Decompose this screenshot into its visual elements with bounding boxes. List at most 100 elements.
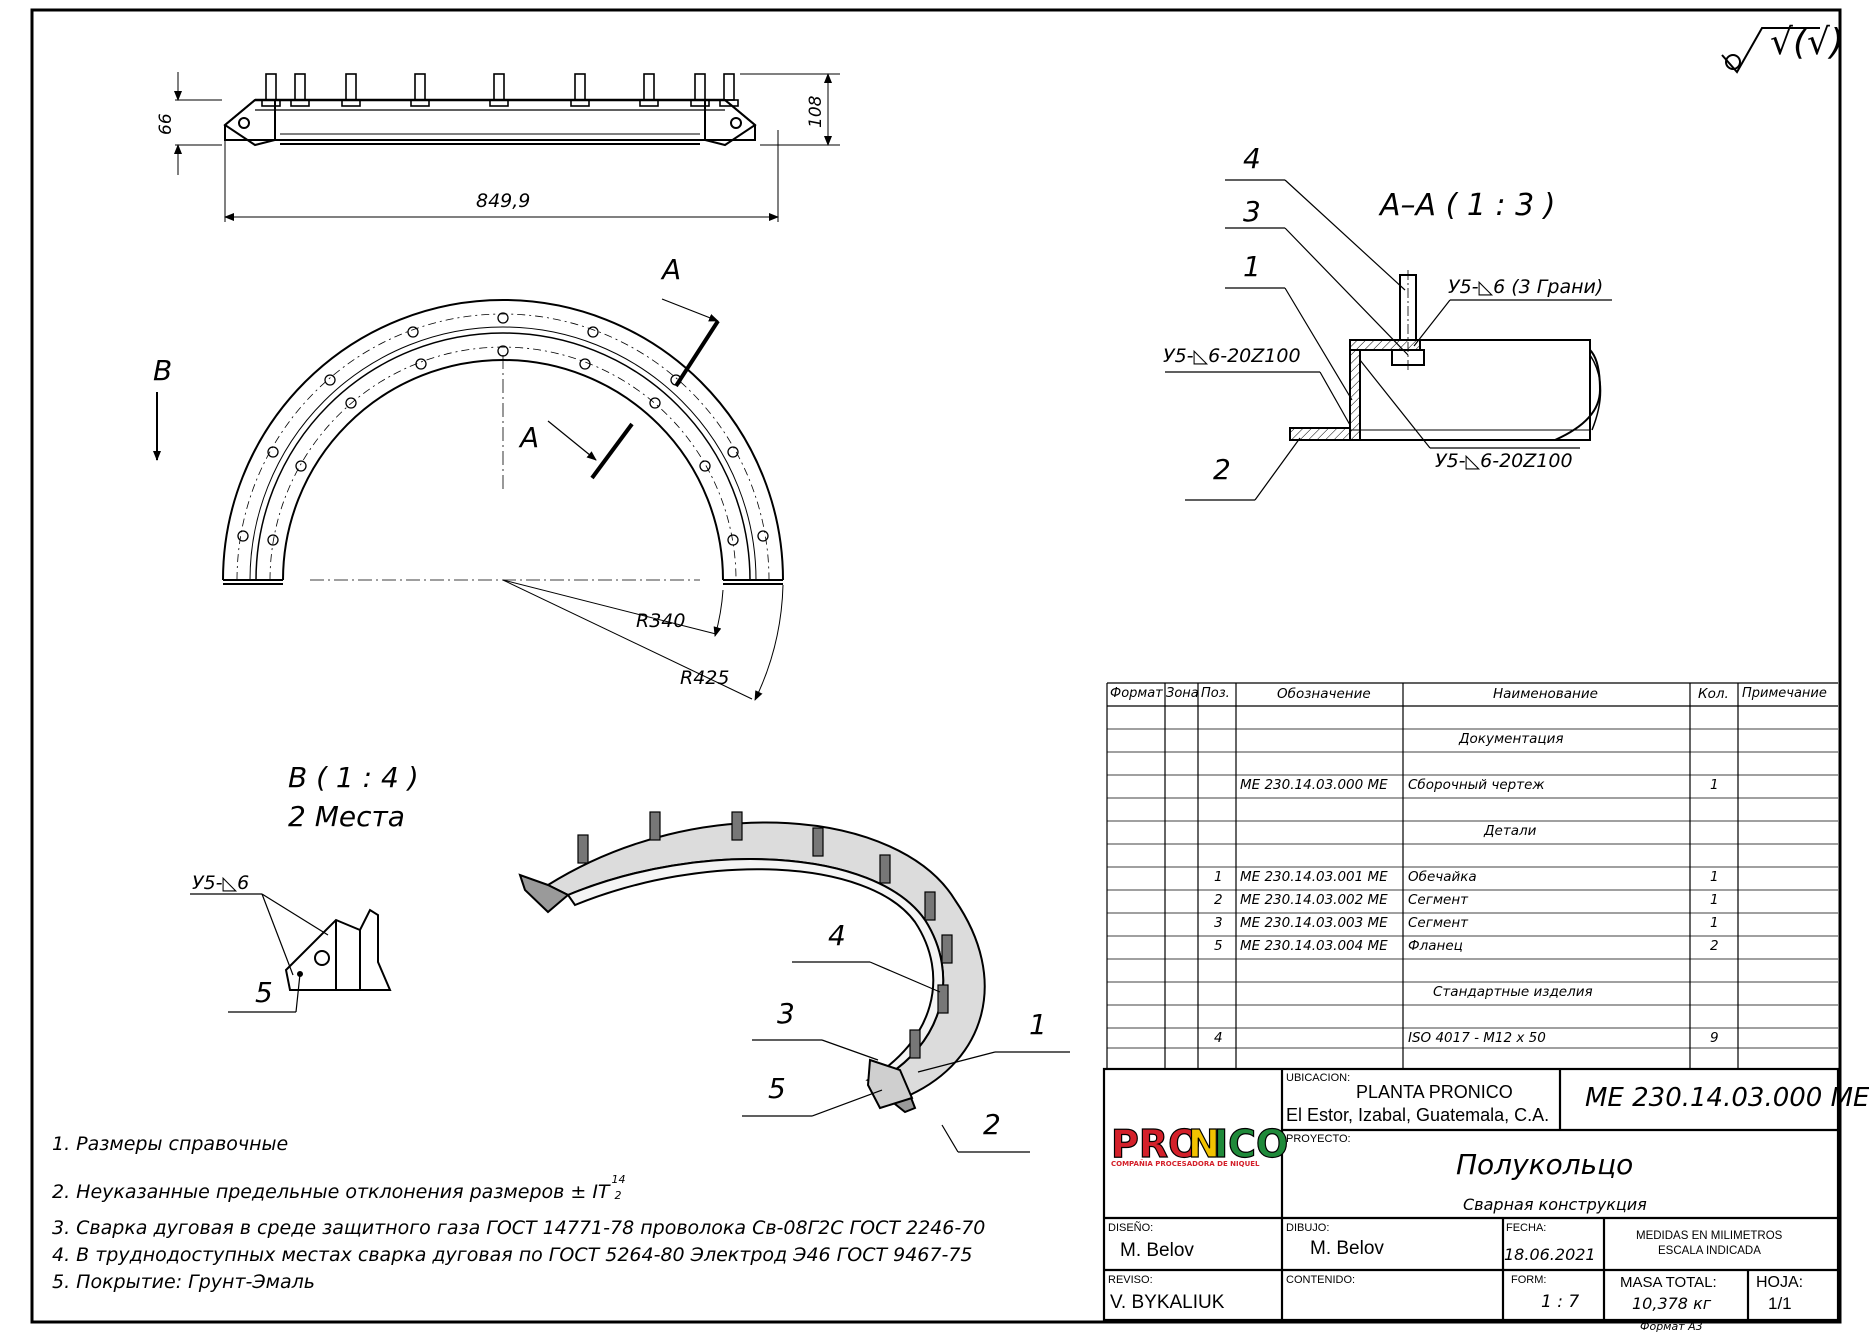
callout-iso-2: 2 [983, 1108, 1001, 1141]
spec-assembly-name: Сборочный чертеж [1408, 777, 1545, 793]
tolerance-num: 14 [611, 1172, 626, 1186]
reviso-label: REVISO: [1108, 1274, 1153, 1286]
diseno-value: M. Belov [1120, 1240, 1194, 1261]
front-view [174, 72, 840, 222]
tolerance-den: 2 [614, 1188, 622, 1202]
dibujo-label: DIBUJO: [1286, 1222, 1330, 1234]
weld-label-4: У5-◺6 [192, 872, 250, 894]
hoja-value: 1/1 [1768, 1294, 1792, 1313]
weld-label-2: У5-◺6-20Z100 [1163, 345, 1301, 367]
spec-part-1-qty: 1 [1710, 869, 1719, 885]
callout-iso-3: 3 [777, 997, 795, 1030]
isometric-view [518, 811, 1070, 1153]
weld-label-1: У5-◺6 (3 Грани) [1448, 276, 1604, 298]
view-b-title: B ( 1 : 4 ) [288, 761, 419, 794]
spec-header-zone: Зона [1166, 686, 1199, 701]
spec-section-docs: Документация [1459, 731, 1564, 747]
dim-r340: R340 [636, 610, 686, 632]
view-b-detail [190, 893, 392, 1013]
callout-section-2: 2 [1213, 453, 1231, 486]
section-a-top: A [662, 253, 682, 286]
spec-part-1-code: ME 230.14.03.001 ME [1240, 869, 1388, 885]
dim-r425: R425 [680, 667, 730, 689]
spec-part-3-code: ME 230.14.03.003 ME [1240, 915, 1388, 931]
note-5: 5. Покрытие: Грунт-Эмаль [52, 1271, 315, 1293]
spec-part-4-code: ME 230.14.03.004 ME [1240, 938, 1388, 954]
callout-viewb-5: 5 [255, 976, 273, 1009]
fecha-label: FECHA: [1506, 1222, 1547, 1234]
spec-part-3-pos: 3 [1214, 915, 1223, 931]
spec-header-note: Примечание [1742, 686, 1827, 701]
medidas-line-1: MEDIDAS EN MILIMETROS [1636, 1230, 1783, 1242]
note-2: 2. Неуказанные предельные отклонения раз… [52, 1172, 626, 1204]
spec-part-4-pos: 5 [1214, 938, 1223, 954]
pronico-logo: PRO N ICO [1110, 1121, 1289, 1166]
svg-text:PRO: PRO [1111, 1122, 1200, 1166]
sheet-format: Формат А3 [1640, 1320, 1703, 1333]
callout-iso-4: 4 [828, 919, 846, 952]
dim-108: 108 [806, 95, 826, 128]
roughness-value: √(√) [1770, 22, 1844, 63]
reviso-value: V. BYKALIUK [1110, 1292, 1225, 1313]
spec-header-format: Формат [1110, 686, 1163, 701]
spec-std-pos: 4 [1214, 1030, 1223, 1046]
dim-66: 66 [156, 113, 176, 135]
svg-text:N: N [1188, 1122, 1220, 1166]
dibujo-value: M. Belov [1310, 1238, 1384, 1259]
form-label: FORM: [1511, 1274, 1547, 1286]
spec-part-2-pos: 2 [1214, 892, 1223, 908]
spec-std-name: ISO 4017 - M12 x 50 [1408, 1030, 1546, 1046]
svg-text:ICO: ICO [1214, 1122, 1288, 1166]
drawing-frame [30, 8, 1842, 1324]
spec-header-code: Обозначение [1277, 686, 1371, 702]
spec-assembly-code: ME 230.14.03.000 ME [1240, 777, 1388, 793]
hoja-label: HOJA: [1756, 1274, 1804, 1291]
spec-header-qty: Кол. [1698, 686, 1729, 702]
callout-iso-1: 1 [1029, 1008, 1047, 1041]
masa-value: 10,378 кг [1632, 1294, 1712, 1313]
medidas-line-2: ESCALA INDICADA [1658, 1245, 1761, 1257]
weld-label-3: У5-◺6-20Z100 [1435, 450, 1573, 472]
view-b-letter: B [153, 354, 173, 387]
dim-849: 849,9 [476, 190, 531, 212]
spec-part-4-name: Фланец [1408, 938, 1463, 954]
spec-section-std: Стандартные изделия [1433, 984, 1593, 1000]
spec-header-name: Наименование [1493, 686, 1598, 702]
note-4: 4. В труднодоступных местах сварка дугов… [52, 1244, 973, 1266]
section-a-bottom: A [520, 421, 540, 454]
note-3: 3. Сварка дуговая в среде защитного газа… [52, 1217, 986, 1239]
spec-header-pos: Поз. [1201, 686, 1230, 701]
title-block-grid [1102, 1067, 1840, 1322]
spec-section-parts: Детали [1484, 823, 1537, 839]
ring-plan-view [153, 298, 784, 701]
callout-section-1: 1 [1243, 250, 1261, 283]
ubicacion-line-2: El Estor, Izabal, Guatemala, C.A. [1286, 1105, 1550, 1125]
spec-part-3-name: Сегмент [1408, 915, 1469, 931]
spec-part-1-pos: 1 [1214, 869, 1223, 885]
ubicacion-label: UBICACION: [1286, 1072, 1351, 1084]
callout-section-3: 3 [1243, 195, 1261, 228]
spec-part-2-name: Сегмент [1408, 892, 1469, 908]
form-value: 1 : 7 [1541, 1292, 1580, 1312]
diseno-label: DISEÑO: [1108, 1222, 1154, 1234]
ubicacion-line-1: PLANTA PRONICO [1356, 1082, 1513, 1102]
contenido-label: CONTENIDO: [1286, 1274, 1356, 1286]
section-aa-title: A–A ( 1 : 3 ) [1380, 188, 1556, 223]
roughness-symbol [1721, 27, 1820, 74]
drawing-subtitle: Сварная конструкция [1463, 1195, 1647, 1214]
spec-part-3-qty: 1 [1710, 915, 1719, 931]
spec-part-2-code: ME 230.14.03.002 ME [1240, 892, 1388, 908]
callout-section-4: 4 [1243, 142, 1261, 175]
fecha-value: 18.06.2021 [1504, 1245, 1596, 1264]
section-aa [1165, 179, 1612, 501]
spec-part-2-qty: 1 [1710, 892, 1719, 908]
drawing-code: ME 230.14.03.000 ME [1585, 1083, 1869, 1113]
spec-part-1-name: Обечайка [1408, 869, 1477, 885]
spec-std-qty: 9 [1710, 1030, 1719, 1046]
drawing-title: Полукольцо [1456, 1148, 1634, 1181]
spec-assembly-qty: 1 [1710, 777, 1719, 793]
logo-subtitle: COMPAÑIA PROCESADORA DE NIQUEL [1111, 1160, 1260, 1168]
note-1: 1. Размеры справочные [52, 1133, 289, 1155]
proyecto-label: PROYECTO: [1286, 1133, 1351, 1145]
